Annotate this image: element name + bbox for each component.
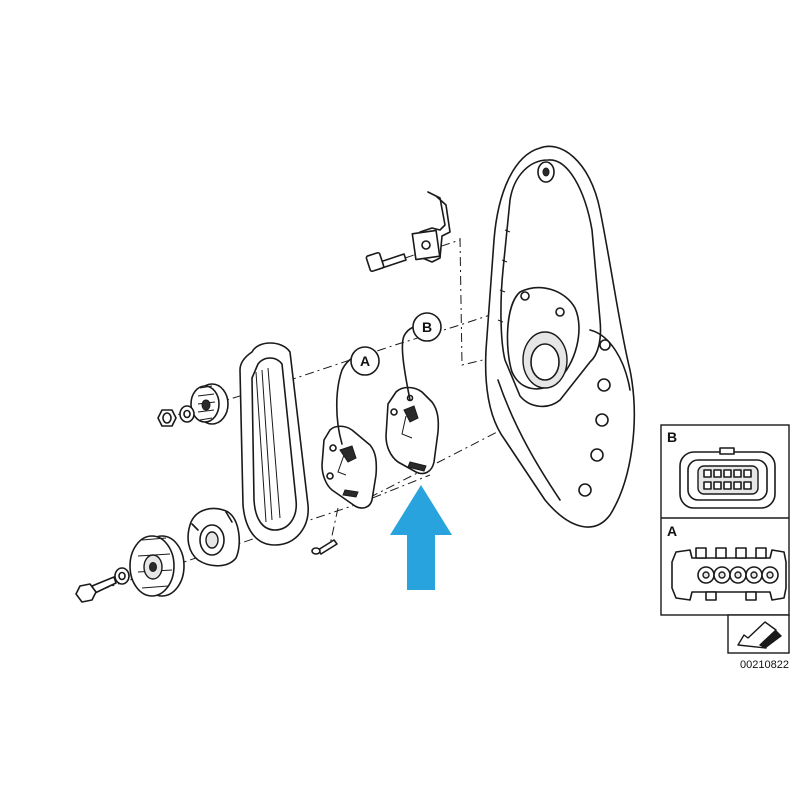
washer-small bbox=[179, 405, 195, 423]
sensor-plate-b bbox=[385, 386, 440, 475]
housing-bolt-holes bbox=[520, 291, 611, 497]
callout-a-label: A bbox=[360, 353, 370, 369]
callout-a: A bbox=[350, 346, 380, 376]
bracket-bolt bbox=[365, 251, 407, 273]
drive-belt bbox=[239, 342, 309, 546]
panel-label-a: A bbox=[667, 523, 677, 539]
sensor-screw bbox=[311, 539, 338, 555]
bracket bbox=[411, 191, 451, 263]
crank-bolt bbox=[75, 576, 117, 603]
highlight-arrow bbox=[390, 485, 452, 590]
hex-nut bbox=[157, 409, 177, 427]
timing-cover-housing bbox=[484, 145, 636, 528]
panel-label-b: B bbox=[667, 429, 677, 445]
crank-washer bbox=[114, 567, 130, 585]
connector-b-drawing bbox=[679, 447, 776, 509]
drive-hub bbox=[187, 507, 241, 567]
callout-b-label: B bbox=[422, 319, 432, 335]
callout-b: B bbox=[412, 312, 442, 342]
part-number: 00210822 bbox=[740, 659, 789, 671]
idler-pulley bbox=[190, 383, 229, 425]
orientation-arrow-icon bbox=[727, 614, 790, 654]
sensor-plate-a bbox=[321, 425, 378, 509]
crank-pulley bbox=[129, 535, 185, 597]
connector-a-drawing bbox=[671, 547, 787, 601]
connector-detail-panel: B A bbox=[660, 424, 790, 616]
